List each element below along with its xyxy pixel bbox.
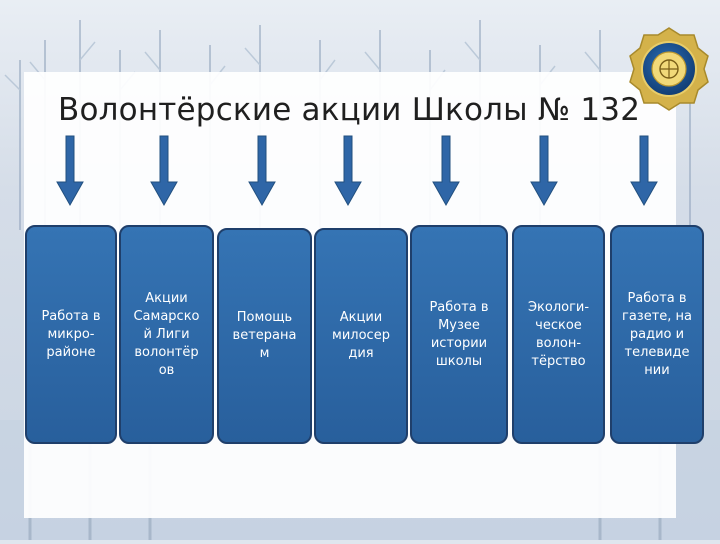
activity-box [314,228,408,444]
activity-box [119,225,214,444]
arrow-down-icon [530,135,558,207]
arrow-down-icon [432,135,460,207]
school-emblem-icon [629,27,709,111]
activity-box [410,225,508,444]
activity-boxes [25,225,704,444]
arrow-down-icon [150,135,178,207]
arrows [56,135,658,207]
arrow-down-icon [56,135,84,207]
activity-box [610,225,704,444]
arrow-down-icon [334,135,362,207]
arrow-down-icon [248,135,276,207]
activity-box [25,225,117,444]
arrow-down-icon [630,135,658,207]
slide-title: Волонтёрские акции Школы № 132 [58,92,641,128]
activity-box [512,225,605,444]
activity-box [217,228,312,444]
